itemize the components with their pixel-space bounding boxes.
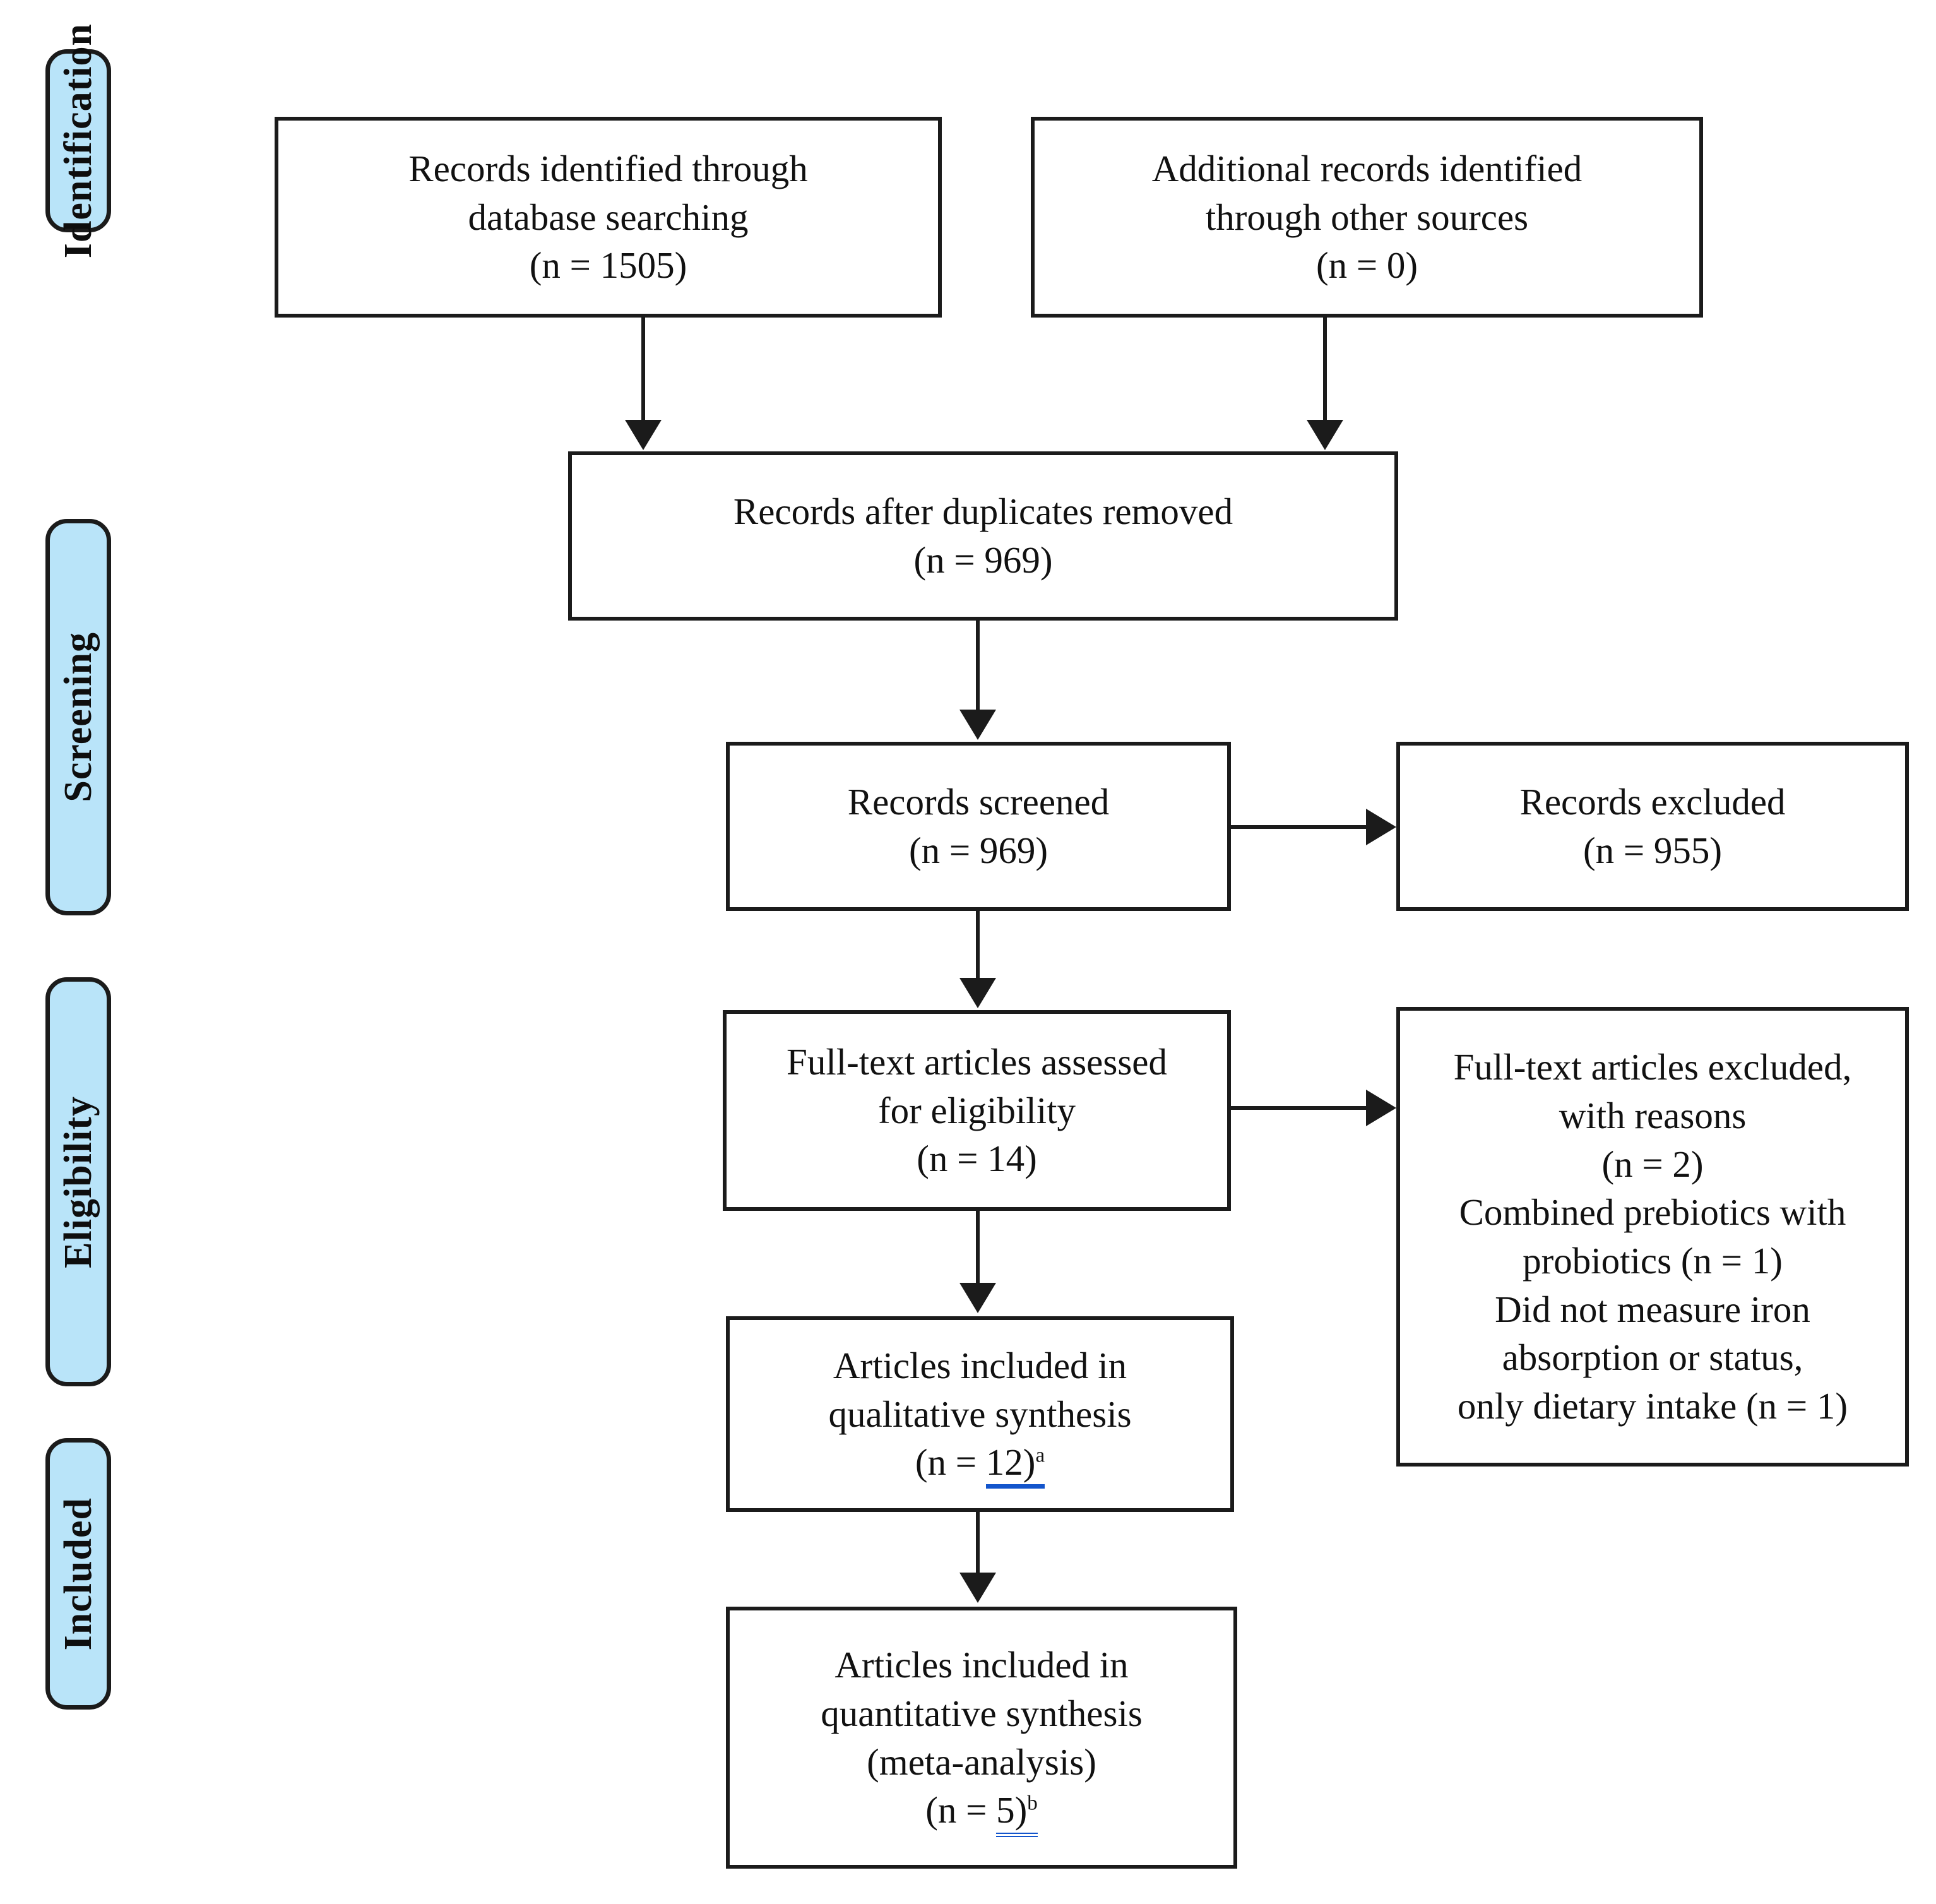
- box-line: Records excluded: [1519, 781, 1786, 823]
- box-line: for eligibility: [878, 1089, 1076, 1131]
- stage-label-eligibility: Eligibility: [57, 1095, 100, 1268]
- box-line: through other sources: [1205, 196, 1529, 238]
- box-articles-quantitative-synthesis: Articles included in quantitative synthe…: [726, 1607, 1237, 1869]
- box-line: Full-text articles assessed: [787, 1040, 1167, 1083]
- box-count: (n = 14): [917, 1138, 1037, 1180]
- box-count: (n = 2): [1601, 1143, 1704, 1185]
- connector-screened-to-excluded: [1231, 825, 1371, 829]
- box-count-with-note: (n = 12)a: [915, 1438, 1045, 1489]
- connector-qualitative-to-quantitative: [976, 1512, 980, 1575]
- box-line: database searching: [468, 196, 749, 238]
- box-line: Articles included in: [834, 1644, 1129, 1686]
- count-prefix: (n =: [915, 1441, 986, 1484]
- box-fulltext-excluded-with-reasons: Full-text articles excluded, with reason…: [1396, 1007, 1909, 1467]
- box-records-identified-database: Records identified through database sear…: [275, 117, 942, 318]
- box-line: only dietary intake (n = 1): [1457, 1385, 1848, 1427]
- count-prefix: (n =: [925, 1789, 997, 1831]
- arrowhead-db-search-to-duplicates: [625, 420, 662, 450]
- footnote-marker-b: b: [1027, 1792, 1038, 1815]
- box-count: (n = 969): [908, 830, 1048, 871]
- arrowhead-screened-to-excluded: [1366, 809, 1396, 845]
- arrowhead-duplicates-to-screened: [959, 710, 996, 740]
- stage-pill-identification: Identification: [45, 23, 111, 258]
- box-count: (n = 0): [1315, 244, 1418, 287]
- arrowhead-fulltext-to-qualitative: [959, 1283, 996, 1313]
- box-line: probiotics (n = 1): [1523, 1240, 1783, 1282]
- stage-pill-screening: Screening: [45, 519, 111, 915]
- connector-fulltext-to-qualitative: [976, 1211, 980, 1285]
- stage-label-screening: Screening: [57, 632, 100, 802]
- stage-pill-included: Included: [45, 1438, 111, 1710]
- box-line: qualitative synthesis: [828, 1393, 1132, 1435]
- stage-label-included: Included: [57, 1497, 100, 1651]
- box-count: (n = 969): [913, 539, 1053, 581]
- connector-duplicates-to-screened: [976, 621, 980, 712]
- box-line: Records identified through: [408, 147, 808, 189]
- box-count: (n = 955): [1583, 830, 1723, 871]
- footnote-marker-a: a: [1035, 1444, 1045, 1467]
- connector-other-sources-to-duplicates: [1323, 318, 1327, 424]
- count-value: 12): [985, 1441, 1036, 1484]
- box-line: with reasons: [1559, 1094, 1747, 1136]
- count-link[interactable]: 12)a: [985, 1441, 1045, 1489]
- box-line: Additional records identified: [1151, 147, 1583, 189]
- stage-label-identification: Identification: [57, 23, 100, 259]
- count-link[interactable]: 5)b: [996, 1789, 1038, 1838]
- box-line: Records screened: [847, 781, 1110, 823]
- box-line: Records after duplicates removed: [733, 491, 1233, 533]
- box-line: Did not measure iron: [1495, 1288, 1810, 1330]
- count-value: 5): [996, 1789, 1028, 1831]
- box-count: (n = 1505): [529, 244, 687, 287]
- arrowhead-qualitative-to-quantitative: [959, 1573, 996, 1603]
- connector-fulltext-to-excluded-reasons: [1231, 1106, 1371, 1110]
- box-records-excluded: Records excluded (n = 955): [1396, 742, 1909, 911]
- arrowhead-screened-to-fulltext: [959, 978, 996, 1008]
- box-articles-qualitative-synthesis: Articles included in qualitative synthes…: [726, 1316, 1234, 1512]
- box-additional-records-other-sources: Additional records identified through ot…: [1031, 117, 1703, 318]
- connector-db-search-to-duplicates: [641, 318, 645, 424]
- box-fulltext-assessed-eligibility: Full-text articles assessed for eligibil…: [723, 1010, 1231, 1211]
- box-line: quantitative synthesis: [821, 1692, 1143, 1734]
- box-records-after-duplicates-removed: Records after duplicates removed (n = 96…: [568, 451, 1398, 621]
- arrowhead-other-sources-to-duplicates: [1307, 420, 1343, 450]
- connector-screened-to-fulltext: [976, 911, 980, 980]
- box-records-screened: Records screened (n = 969): [726, 742, 1231, 911]
- box-line: absorption or status,: [1502, 1336, 1803, 1379]
- arrowhead-fulltext-to-excluded-reasons: [1366, 1090, 1396, 1126]
- box-count-with-note: (n = 5)b: [925, 1786, 1038, 1838]
- box-line: Articles included in: [833, 1344, 1127, 1386]
- box-line: (meta-analysis): [867, 1740, 1096, 1783]
- box-line: Combined prebiotics with: [1459, 1191, 1846, 1234]
- box-line: Full-text articles excluded,: [1453, 1046, 1852, 1088]
- stage-pill-eligibility: Eligibility: [45, 977, 111, 1386]
